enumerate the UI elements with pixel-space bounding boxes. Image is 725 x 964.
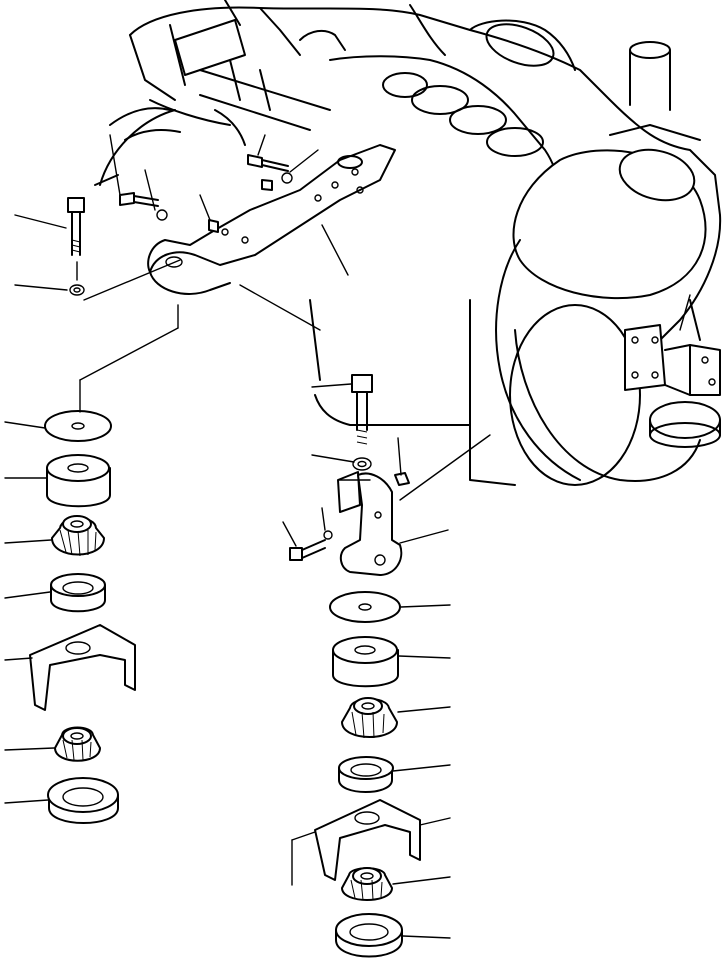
left-long-bolt bbox=[67, 197, 85, 296]
engine-block bbox=[94, 0, 722, 486]
left-mount-stack bbox=[29, 410, 136, 824]
right-engine-mount bbox=[624, 299, 721, 448]
front-mount-bracket bbox=[147, 144, 396, 295]
leader-lines bbox=[4, 134, 691, 939]
muffler bbox=[495, 148, 707, 486]
right-mount-stack bbox=[314, 591, 421, 958]
alignment-lines bbox=[76, 259, 491, 886]
rear-mount-bracket bbox=[289, 374, 410, 576]
